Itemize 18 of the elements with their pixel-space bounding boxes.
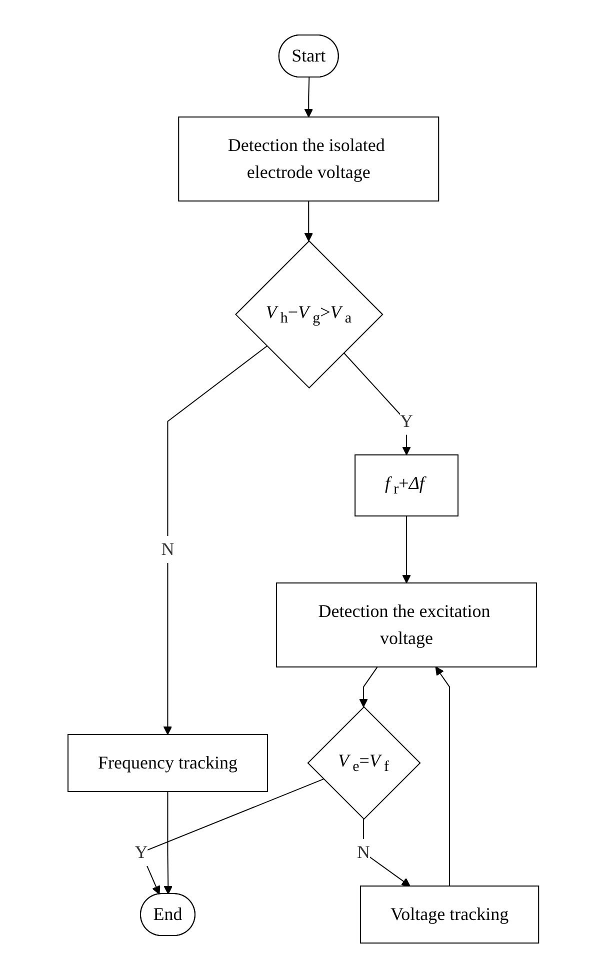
arrow: [402, 515, 411, 584]
arrow: [304, 200, 313, 242]
edge-label: Y: [400, 410, 413, 431]
node-box: Frequency tracking: [67, 734, 268, 792]
arrow: [163, 346, 268, 735]
node-diamond: V$_{e}$=V$_{f}$: [306, 706, 420, 820]
arrow: [163, 790, 172, 894]
edge-label: N: [356, 842, 370, 862]
node-box: f$_{r}$+Δf: [354, 454, 458, 516]
node-box: Voltage tracking: [360, 886, 539, 944]
node-box: Detection the excitation voltage: [276, 582, 537, 668]
node-box: Detection the isolated electrode voltage: [178, 116, 439, 202]
arrow: [358, 666, 378, 708]
arrow: [434, 666, 450, 887]
arrow: [304, 76, 313, 118]
node-diamond: V$_{h}$−V$_{g}$>V$_{a}$: [234, 240, 383, 389]
edge-label: Y: [134, 842, 148, 862]
edge-label: N: [160, 538, 174, 559]
